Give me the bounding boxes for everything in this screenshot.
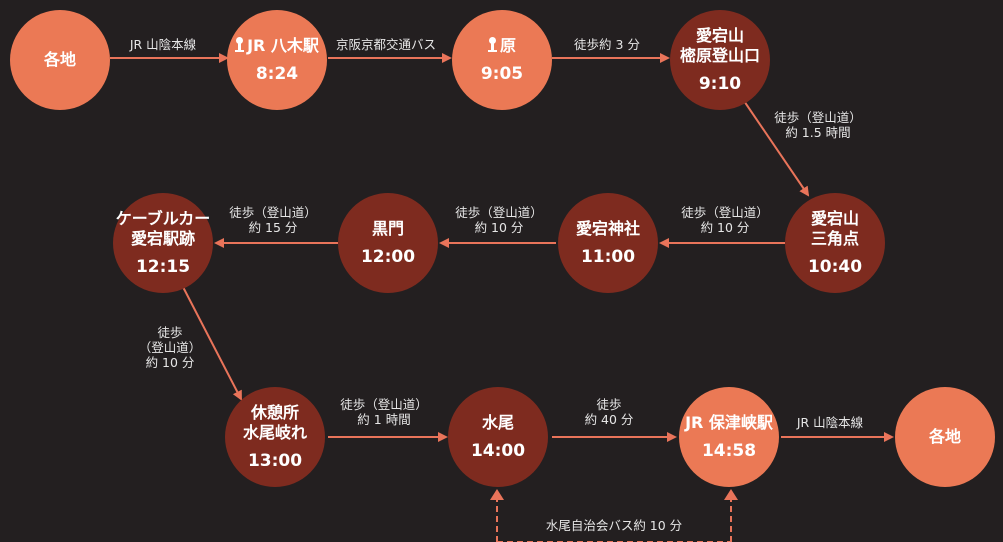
node-cable-time: 12:15 — [135, 257, 191, 277]
node-yagi-time: 8:24 — [255, 64, 299, 84]
node-summit-time: 10:40 — [807, 257, 863, 277]
edge-label-summit-shrine: 徒歩（登山道）約 10 分 — [681, 205, 769, 235]
node-mizuo-name: 水尾 — [481, 413, 514, 432]
node-shrine-time: 11:00 — [580, 247, 636, 267]
edge-label-cable-rest: 徒歩（登山道）約 10 分 — [138, 325, 202, 370]
node-shrine-name: 愛宕神社 — [575, 219, 640, 238]
edge-label-yagi-hara: 京阪京都交通バス — [335, 37, 437, 52]
node-cable-name2: 愛宕駅跡 — [130, 229, 195, 248]
node-yagi: JR 八木駅 8:24 — [227, 10, 327, 110]
node-hozukyo-name: JR 保津峡駅 — [685, 413, 773, 432]
edge-label-mizuo-hozukyo: 徒歩約 40 分 — [584, 397, 634, 427]
node-trailhead-name2: 樒原登山口 — [679, 46, 760, 65]
node-summit-name2: 三角点 — [810, 229, 859, 248]
node-kuromon-name: 黒門 — [371, 219, 404, 238]
arrow-cable-rest — [181, 284, 242, 401]
edge-label-bus: 水尾自治会バス約 10 分 — [545, 518, 683, 533]
arrow-bus-dashed — [496, 491, 732, 542]
node-trailhead-time: 9:10 — [698, 74, 742, 94]
edge-label-hara-trailhead: 徒歩約 3 分 — [574, 37, 640, 52]
edge-label-shrine-kuromon: 徒歩（登山道）約 10 分 — [455, 205, 543, 235]
edge-label-kuromon-cable: 徒歩（登山道）約 15 分 — [229, 205, 317, 235]
edge-label-hozukyo-end: JR 山陰本線 — [796, 415, 864, 430]
node-summit-name1: 愛宕山 — [810, 209, 859, 228]
node-mizuo-time: 14:00 — [470, 441, 526, 461]
node-hara-time: 9:05 — [480, 64, 524, 84]
node-trailhead-name1: 愛宕山 — [695, 26, 744, 45]
bus-stop-pin-icon — [487, 37, 497, 52]
edge-label-trailhead-summit: 徒歩（登山道）約 1.5 時間 — [774, 110, 862, 140]
node-end: 各地 — [895, 387, 995, 487]
node-hozukyo-time: 14:58 — [701, 441, 757, 461]
arrow-trailhead-summit — [741, 97, 810, 197]
bus-stop-pin-icon — [235, 37, 245, 52]
node-mizuo: 水尾 14:00 — [448, 387, 548, 487]
node-rest-name1: 休憩所 — [250, 403, 299, 422]
node-hara: 原 9:05 — [452, 10, 552, 110]
bus-arrowhead-mizuo — [490, 489, 504, 500]
node-start: 各地 — [10, 10, 110, 110]
node-hara-name: 原 — [499, 36, 516, 55]
node-summit: 愛宕山 三角点 10:40 — [785, 193, 885, 293]
node-trailhead: 愛宕山 樒原登山口 9:10 — [670, 10, 770, 110]
edge-label-start-yagi: JR 山陰本線 — [129, 37, 197, 52]
node-hozukyo: JR 保津峡駅 14:58 — [679, 387, 779, 487]
edge-label-rest-mizuo: 徒歩（登山道）約 1 時間 — [340, 397, 428, 427]
node-kuromon-time: 12:00 — [360, 247, 416, 267]
node-rest-name2: 水尾岐れ — [242, 423, 307, 442]
node-yagi-name: JR 八木駅 — [247, 36, 319, 55]
node-rest-time: 13:00 — [247, 451, 303, 471]
node-start-name: 各地 — [43, 50, 76, 69]
node-rest: 休憩所 水尾岐れ 13:00 — [225, 387, 325, 487]
node-cable: ケーブルカー 愛宕駅跡 12:15 — [113, 193, 213, 293]
node-kuromon: 黒門 12:00 — [338, 193, 438, 293]
node-shrine: 愛宕神社 11:00 — [558, 193, 658, 293]
bus-arrowhead-hozukyo — [724, 489, 738, 500]
node-end-name: 各地 — [928, 427, 961, 446]
node-cable-name1: ケーブルカー — [115, 209, 211, 228]
